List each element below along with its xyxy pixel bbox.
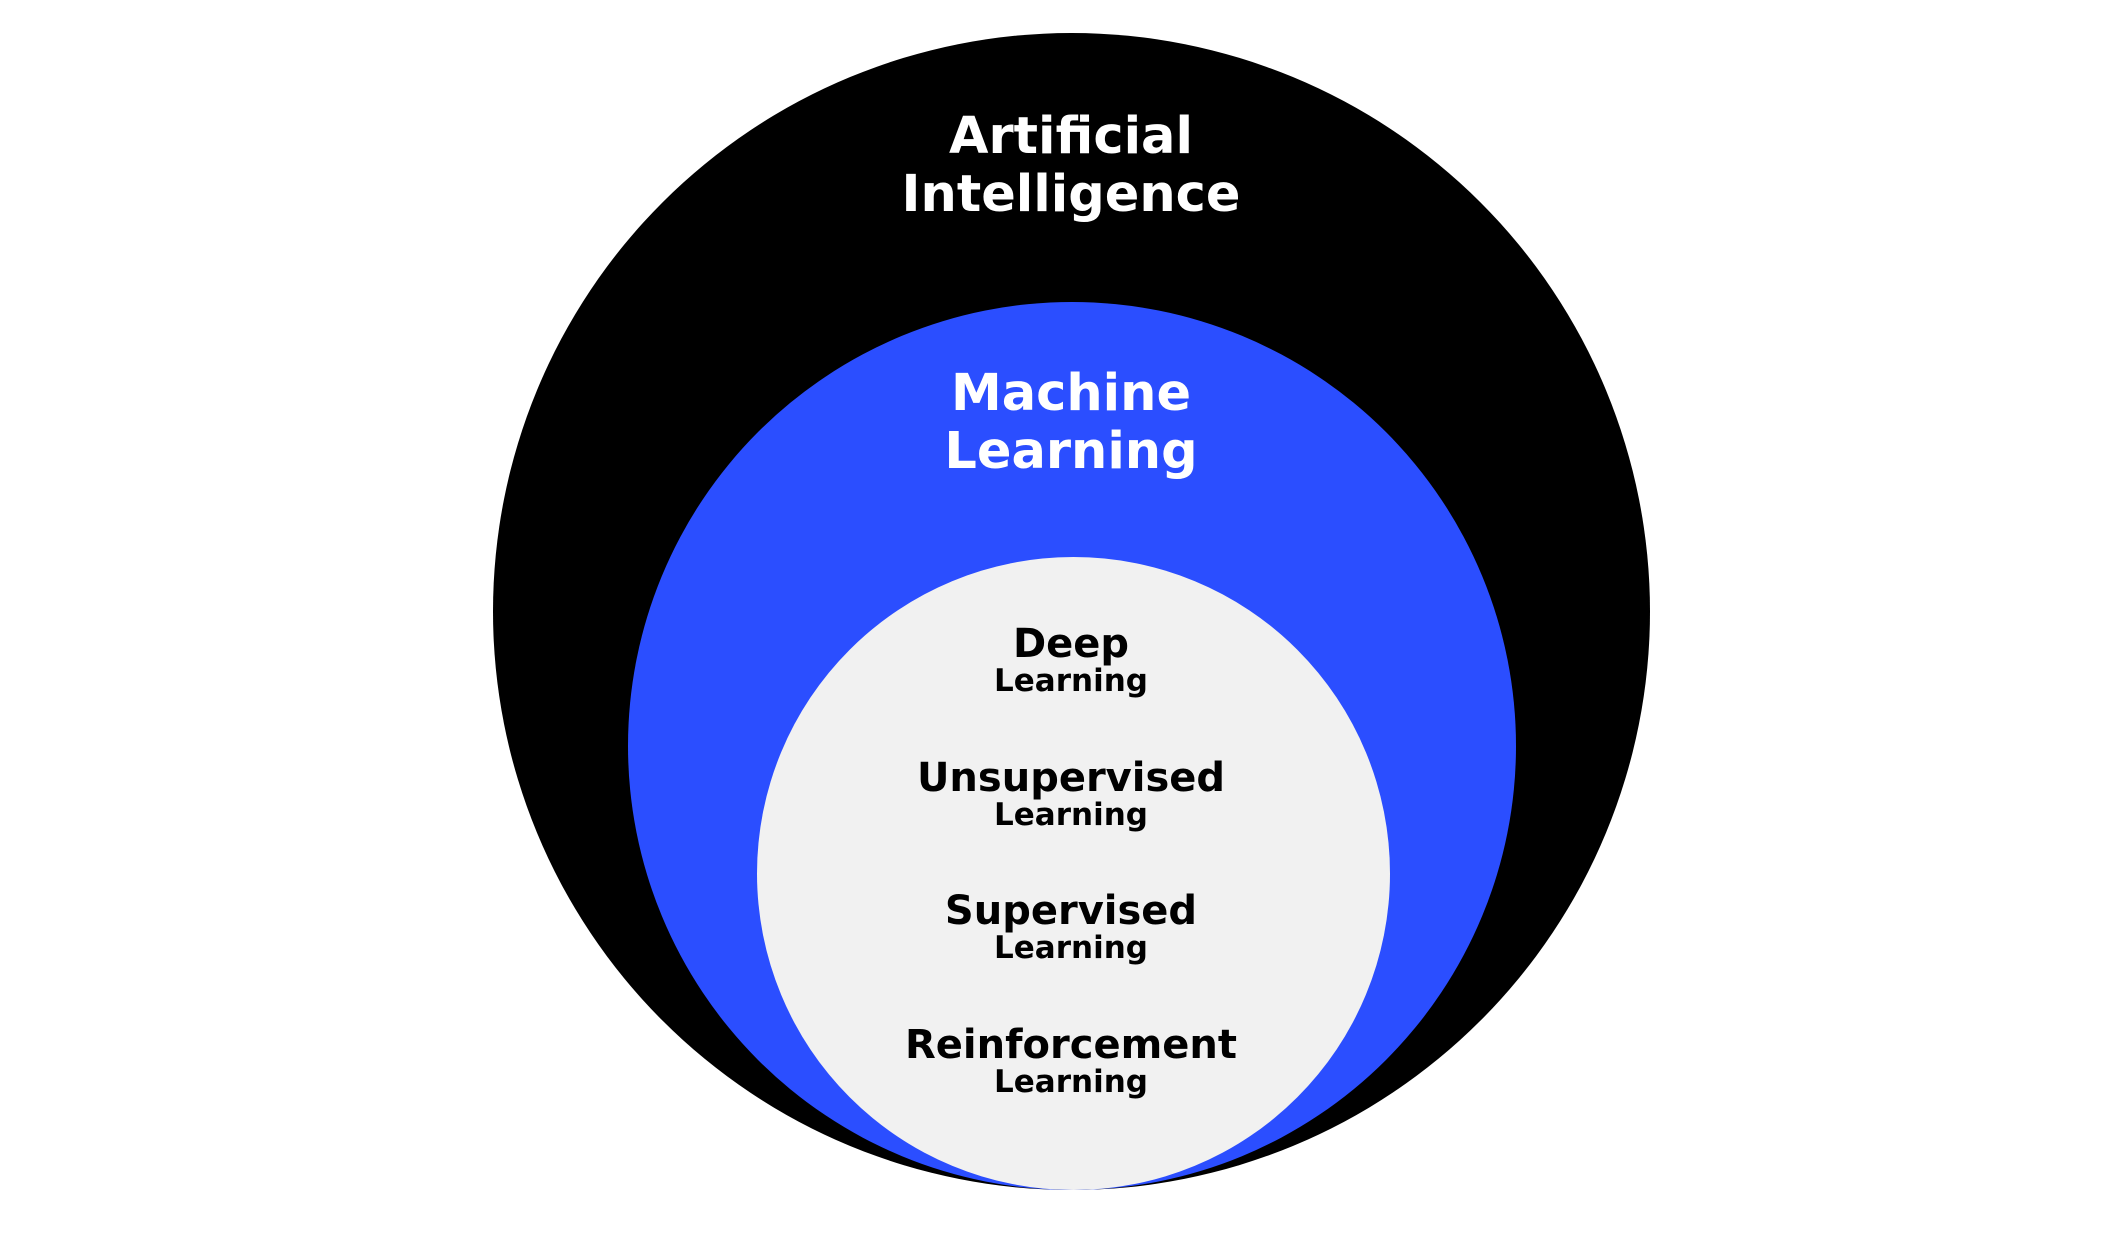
machine-learning-label: Machine Learning — [771, 365, 1371, 481]
deep-learning-title: Deep — [1012, 621, 1130, 667]
deep-learning-caption: Learning — [994, 663, 1148, 699]
artificial-intelligence-label: Artificial Intelligence — [771, 108, 1371, 224]
reinforcement-learning-title: Reinforcement — [905, 1022, 1237, 1068]
reinforcement-learning-label: Reinforcement Learning — [821, 1022, 1321, 1100]
unsupervised-learning-title: Unsupervised — [916, 755, 1226, 801]
ai-label-line2: Intelligence — [901, 165, 1241, 224]
ml-label-line1: Machine — [950, 364, 1192, 423]
ml-label-line2: Learning — [944, 422, 1198, 481]
supervised-learning-title: Supervised — [944, 888, 1198, 934]
unsupervised-learning-caption: Learning — [994, 797, 1148, 833]
deep-learning-label: Deep Learning — [821, 621, 1321, 699]
supervised-learning-label: Supervised Learning — [821, 888, 1321, 966]
learning-types-circle — [757, 557, 1390, 1190]
ai-label-line1: Artificial — [949, 107, 1193, 166]
supervised-learning-caption: Learning — [994, 930, 1148, 966]
reinforcement-learning-caption: Learning — [994, 1064, 1148, 1100]
unsupervised-learning-label: Unsupervised Learning — [821, 755, 1321, 833]
